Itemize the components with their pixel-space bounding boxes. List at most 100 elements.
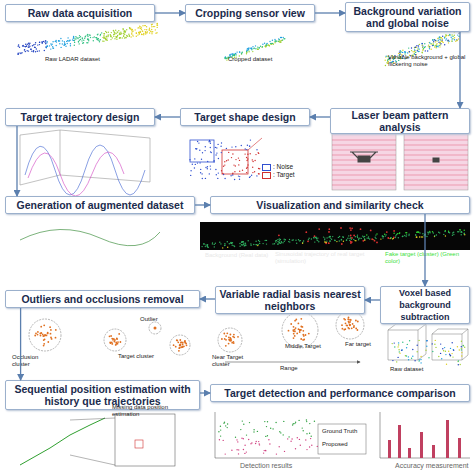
point bbox=[110, 34, 111, 35]
augmented-curve bbox=[20, 229, 160, 245]
point bbox=[82, 37, 83, 38]
point bbox=[137, 34, 138, 35]
point bbox=[371, 238, 373, 240]
point bbox=[84, 38, 85, 39]
point bbox=[26, 45, 27, 46]
point bbox=[99, 41, 100, 42]
point bbox=[306, 421, 307, 422]
point bbox=[205, 244, 206, 245]
point bbox=[211, 152, 212, 153]
point bbox=[452, 235, 453, 236]
point bbox=[293, 326, 295, 328]
point bbox=[116, 338, 118, 340]
point bbox=[25, 44, 26, 45]
point bbox=[382, 237, 383, 238]
point bbox=[397, 346, 398, 347]
annotation-label: Cropped dataset bbox=[228, 56, 298, 63]
legend-row: : Noise bbox=[262, 163, 295, 171]
point bbox=[342, 328, 344, 330]
point bbox=[416, 236, 417, 237]
point bbox=[241, 242, 242, 243]
point bbox=[329, 240, 330, 241]
point bbox=[424, 47, 425, 48]
point bbox=[268, 44, 269, 45]
box-text: Target detection and performance compari… bbox=[224, 387, 455, 399]
point bbox=[62, 40, 63, 41]
point bbox=[131, 30, 132, 31]
point bbox=[143, 33, 144, 34]
point bbox=[314, 235, 316, 237]
target-box bbox=[222, 150, 248, 174]
point bbox=[132, 31, 133, 32]
point bbox=[47, 41, 48, 42]
point bbox=[200, 172, 201, 173]
point bbox=[107, 34, 108, 35]
point bbox=[268, 439, 269, 440]
point bbox=[69, 40, 70, 41]
point bbox=[89, 35, 90, 36]
point bbox=[241, 53, 242, 54]
point bbox=[357, 321, 359, 323]
point bbox=[417, 231, 418, 232]
point bbox=[272, 428, 273, 429]
point bbox=[18, 53, 19, 54]
point bbox=[278, 242, 279, 243]
point bbox=[245, 148, 246, 149]
point bbox=[416, 232, 417, 233]
point bbox=[351, 239, 352, 240]
point bbox=[438, 40, 439, 41]
point bbox=[229, 243, 230, 244]
point bbox=[248, 49, 249, 50]
point bbox=[313, 237, 314, 238]
point bbox=[347, 327, 349, 329]
point bbox=[207, 246, 208, 247]
point bbox=[105, 38, 106, 39]
point bbox=[298, 323, 300, 325]
point bbox=[224, 161, 225, 162]
point bbox=[44, 338, 46, 340]
point bbox=[271, 44, 272, 45]
point bbox=[51, 338, 53, 340]
point bbox=[259, 443, 260, 444]
point bbox=[317, 240, 318, 241]
point bbox=[73, 36, 74, 37]
point bbox=[46, 45, 47, 46]
point bbox=[221, 170, 222, 171]
point bbox=[298, 420, 299, 421]
point bbox=[142, 31, 143, 32]
point bbox=[230, 242, 231, 243]
point bbox=[151, 24, 152, 25]
point bbox=[238, 449, 239, 450]
point bbox=[152, 24, 153, 25]
point bbox=[311, 445, 312, 446]
point bbox=[28, 43, 29, 44]
point bbox=[460, 364, 461, 365]
point bbox=[182, 346, 184, 348]
point bbox=[234, 55, 235, 56]
point bbox=[254, 171, 255, 172]
point bbox=[156, 32, 157, 33]
point bbox=[309, 423, 310, 424]
point bbox=[281, 242, 282, 243]
point bbox=[113, 34, 114, 35]
point bbox=[227, 247, 228, 248]
point bbox=[55, 329, 57, 331]
point bbox=[447, 40, 448, 41]
point bbox=[239, 52, 240, 53]
point bbox=[242, 52, 243, 53]
point bbox=[151, 29, 152, 30]
point bbox=[210, 143, 211, 144]
point bbox=[29, 43, 30, 44]
point bbox=[51, 44, 52, 45]
point bbox=[208, 141, 209, 142]
point bbox=[463, 345, 464, 346]
point bbox=[402, 349, 403, 350]
point bbox=[399, 232, 400, 233]
point bbox=[427, 50, 428, 51]
point bbox=[422, 233, 423, 234]
point bbox=[450, 348, 451, 349]
point bbox=[24, 49, 25, 50]
point bbox=[439, 36, 440, 37]
point bbox=[425, 350, 426, 351]
point bbox=[96, 37, 97, 38]
